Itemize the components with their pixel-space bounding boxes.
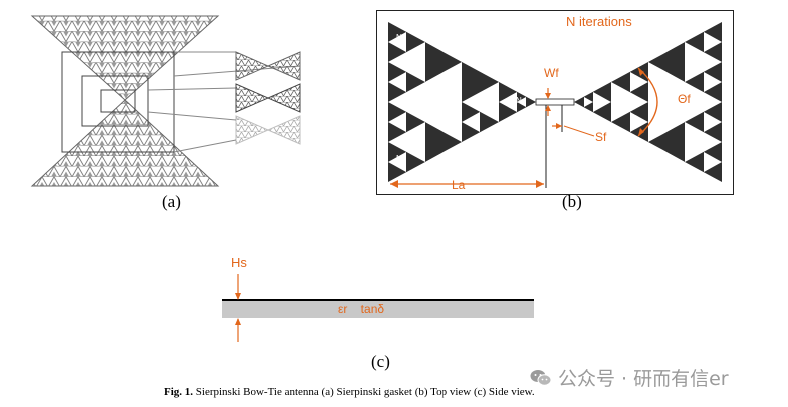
sierpinski-gasket-figure: [30, 15, 301, 187]
hs-label: Hs: [231, 255, 247, 270]
region-label-2a: 2: [408, 55, 414, 65]
region-label-2c: 2: [408, 135, 414, 145]
gasket-bottom-triangle: [30, 99, 220, 187]
sf-label: Sf: [595, 130, 607, 144]
wechat-icon: [530, 369, 552, 387]
caption-text: Sierpinski Bow-Tie antenna (a) Sierpinsk…: [195, 386, 535, 398]
panel-c-label: (c): [371, 352, 390, 371]
la-label: La: [452, 178, 466, 192]
gasket-top-triangle: [30, 15, 220, 101]
wf-label: Wf: [544, 66, 559, 80]
bowtie-iteration-1: [235, 51, 301, 81]
region-label-2b: 2: [492, 95, 498, 105]
bowtie-iteration-3: [235, 115, 301, 145]
figure-caption: Fig. 1. Sierpinski Bow-Tie antenna (a) S…: [164, 386, 535, 398]
region-label-n1: N: [396, 33, 402, 42]
side-view-figure: [222, 274, 534, 342]
bowtie-iteration-2: [235, 83, 301, 113]
right-bowtie-triangle: [574, 22, 722, 182]
substrate-label: εr tanδ: [338, 302, 385, 316]
watermark-text: 公众号 · 研而有信er: [558, 368, 729, 390]
panel-b-label: (b): [562, 192, 582, 211]
caption-figure-number: Fig. 1.: [164, 386, 194, 398]
n-iterations-label: N iterations: [566, 14, 632, 29]
panel-a-label: (a): [162, 192, 181, 211]
region-label-n3: N: [516, 96, 522, 105]
left-bowtie-triangle: [388, 22, 536, 182]
watermark: 公众号 · 研而有信er: [530, 364, 729, 391]
region-label-n2: N: [396, 154, 402, 163]
bowtie-top-view-figure: [376, 10, 734, 195]
region-label-1: 1: [438, 95, 444, 105]
theta-label: Θf: [678, 92, 691, 106]
